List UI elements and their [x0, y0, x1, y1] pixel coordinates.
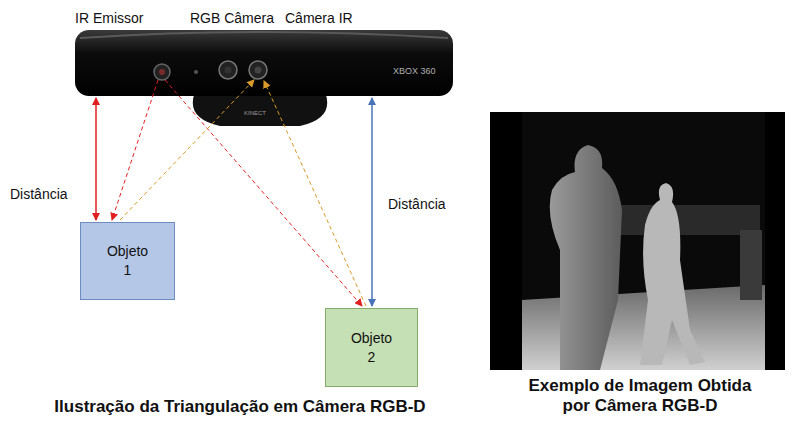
object-label: Objeto 1	[102, 242, 154, 280]
distance-label: Distância	[388, 196, 446, 213]
brand-label: KINECT	[244, 110, 266, 117]
brand-label: XBOX 360	[393, 66, 436, 77]
part-label: RGB Câmera	[190, 10, 274, 27]
object-box: Objeto 2	[325, 308, 418, 387]
object-box: Objeto 1	[80, 222, 175, 300]
ir-ray	[165, 80, 362, 306]
depth-image	[490, 112, 785, 370]
distance-label: Distância	[10, 186, 68, 203]
part-label: Câmera IR	[285, 10, 353, 27]
distance-arrow	[95, 98, 97, 220]
object-label: Objeto 2	[346, 329, 398, 367]
distance-arrow	[371, 98, 373, 306]
reflected-ray	[120, 80, 254, 220]
ir-ray	[112, 80, 158, 220]
caption: Ilustração da Triangulação em Câmera RGB…	[54, 397, 425, 417]
caption: Exemplo de Imagem Obtida por Câmera RGB-…	[515, 376, 765, 417]
part-label: IR Emissor	[75, 10, 143, 27]
kinect-sensor	[75, 30, 453, 126]
reflected-ray	[264, 81, 366, 306]
